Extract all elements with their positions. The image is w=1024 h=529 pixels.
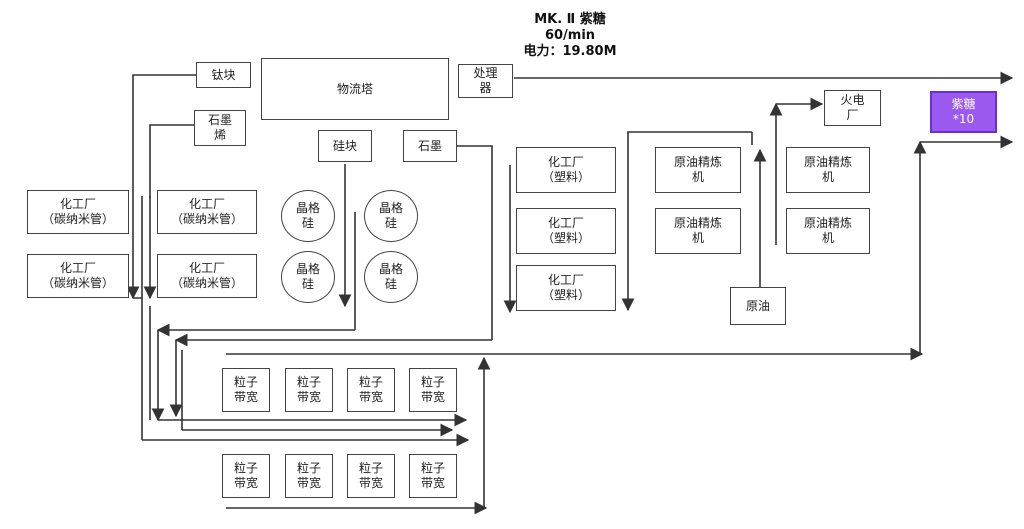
particle-broadband-node: 粒子 带宽 [409, 454, 457, 498]
particle-broadband-node: 粒子 带宽 [285, 454, 333, 498]
particle-broadband-node: 粒子 带宽 [285, 368, 333, 412]
oil-refinery-node: 原油精炼 机 [786, 147, 870, 193]
chem-plant-cnt: 化工厂 （碳纳米管） [157, 254, 257, 298]
oil-refinery-node: 原油精炼 机 [655, 147, 741, 193]
crystal-silicon-node: 晶格 硅 [281, 251, 335, 303]
crystal-silicon-node: 晶格 硅 [364, 251, 418, 303]
diagram-title: MK. Ⅱ 紫糖 [534, 12, 606, 27]
particle-broadband-node: 粒子 带宽 [347, 454, 395, 498]
oil-refinery-node: 原油精炼 机 [786, 208, 870, 254]
purple-candy-node: 紫糖 *10 [930, 91, 997, 133]
particle-broadband-node: 粒子 带宽 [222, 454, 270, 498]
chem-plant-cnt: 化工厂 （碳纳米管） [27, 254, 129, 298]
crystal-silicon-node: 晶格 硅 [364, 190, 418, 242]
particle-broadband-node: 粒子 带宽 [222, 368, 270, 412]
thermal-plant-node: 火电 厂 [824, 90, 881, 126]
chem-plant-plastic: 化工厂 （塑料） [516, 147, 616, 193]
silicon-node: 硅块 [318, 130, 372, 162]
chem-plant-cnt: 化工厂 （碳纳米管） [27, 190, 129, 234]
crude-oil-node: 原油 [730, 287, 786, 325]
logistics-station-node: 物流塔 [261, 58, 449, 120]
processor-node: 处理 器 [458, 64, 513, 98]
particle-broadband-node: 粒子 带宽 [409, 368, 457, 412]
power-label: 电力：19.80M [523, 44, 617, 59]
chem-plant-plastic: 化工厂 （塑料） [516, 208, 616, 254]
arrow-titanium-down [126, 74, 196, 300]
particle-broadband-node: 粒子 带宽 [347, 368, 395, 412]
graphite-node: 石墨 [403, 130, 457, 162]
rate-label: 60/min [544, 28, 596, 43]
chem-plant-plastic: 化工厂 （塑料） [516, 265, 616, 311]
arrow-graphene-down [143, 124, 194, 300]
titanium-node: 钛块 [196, 62, 251, 88]
chem-plant-cnt: 化工厂 （碳纳米管） [157, 190, 257, 234]
graphene-node: 石墨 烯 [194, 110, 246, 146]
crystal-silicon-node: 晶格 硅 [281, 190, 335, 242]
arrow-refinery-left [621, 131, 752, 312]
oil-refinery-node: 原油精炼 机 [655, 208, 741, 254]
